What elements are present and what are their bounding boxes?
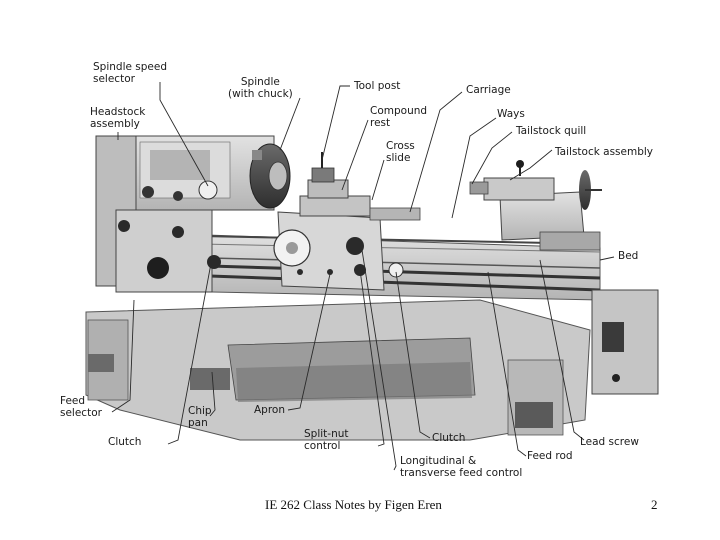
label-spindle-with-chuck: Spindle(with chuck) xyxy=(228,76,293,100)
label-tailstock-assembly: Tailstock assembly xyxy=(555,146,654,158)
label-apron: Apron xyxy=(254,404,286,416)
control-box xyxy=(591,289,659,395)
carriage-assembly xyxy=(273,152,421,291)
label-tailstock-quill: Tailstock quill xyxy=(516,125,587,137)
tailstock xyxy=(469,160,602,251)
label-lead-screw: Lead screw xyxy=(580,436,639,448)
label-carriage: Carriage xyxy=(466,84,511,96)
label-clutch-right: Clutch xyxy=(432,432,466,444)
lathe-base xyxy=(85,299,591,441)
headstock xyxy=(95,135,275,293)
label-tool-post: Tool post xyxy=(354,80,401,92)
label-clutch-left: Clutch xyxy=(108,436,142,448)
label-longitudinal-transverse-feed-control: Longitudinal &transverse feed control xyxy=(400,455,523,479)
lathe-figure xyxy=(85,82,659,471)
footer-text: IE 262 Class Notes by Figen Eren xyxy=(265,497,442,512)
label-feed-rod: Feed rod xyxy=(527,450,573,462)
leader-lines xyxy=(111,82,615,471)
label-ways: Ways xyxy=(497,108,525,120)
spindle-chuck xyxy=(249,143,291,209)
label-bed: Bed xyxy=(618,250,639,262)
page-number: 2 xyxy=(651,497,658,512)
